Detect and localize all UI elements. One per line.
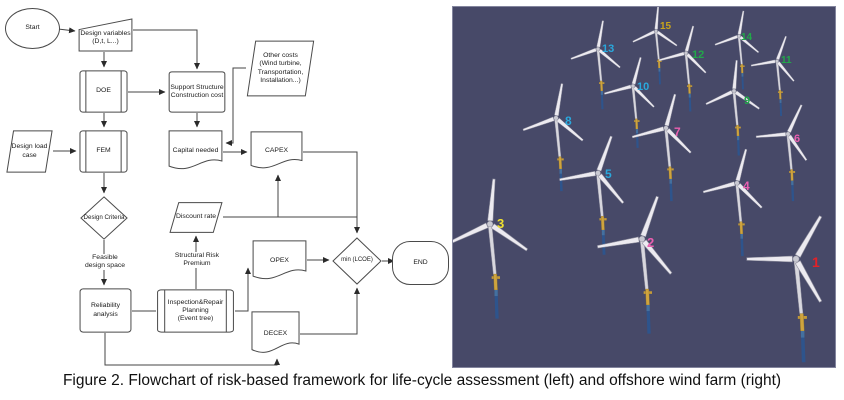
- rect-shape: [79, 288, 132, 333]
- flowchart-node-discount-rate: Discount rate: [169, 202, 223, 233]
- flowchart-node-design-load-case: Design load case: [6, 130, 53, 173]
- turbine-number-label: 5: [605, 167, 612, 181]
- parallelogram-shape: [6, 130, 53, 173]
- turbine-number-label: 1: [812, 254, 820, 270]
- flowchart-node-design-criteria: Design Criteria: [80, 196, 128, 240]
- turbine-number-label: 4: [743, 179, 750, 193]
- edge-label-feasible-design-space: Feasible design space: [80, 254, 130, 271]
- wind-turbine: [453, 178, 529, 319]
- turbine-number-label: 8: [565, 114, 572, 128]
- parallelogram-shape: [169, 202, 223, 233]
- flowchart-node-capex: CAPEX: [250, 131, 303, 172]
- turbine-number-label: 14: [741, 32, 753, 43]
- flowchart-node-end: END: [392, 241, 449, 285]
- edge-label-structural-risk-premium: Structural Risk Premium: [172, 252, 222, 269]
- wind-turbine: [604, 57, 655, 148]
- flowchart-node-capital-needed: Capital needed: [168, 130, 223, 173]
- wind-turbine: [597, 195, 673, 334]
- diamond-shape: [80, 196, 128, 240]
- document-shape: [168, 130, 223, 173]
- flowchart-node-doe: DOE: [79, 70, 128, 113]
- rect-shape: [168, 71, 226, 113]
- turbine-number-label: 10: [637, 81, 649, 93]
- subroutine-shape: [79, 70, 128, 113]
- figure-caption: Figure 2. Flowchart of risk-based framew…: [62, 372, 782, 389]
- wind-turbine: [755, 104, 808, 202]
- parallelogram-shape: [246, 40, 315, 97]
- turbine-number-label: 11: [781, 55, 792, 66]
- turbine-number-label: 13: [602, 43, 614, 55]
- turbine-number-label: 2: [647, 235, 654, 250]
- flowchart-node-opex: OPEX: [252, 240, 307, 283]
- turbine-number-label: 15: [660, 21, 672, 32]
- turbine-number-label: 7: [674, 125, 681, 139]
- flowchart-panel: Start Design variables (D,t, L...) DOE D…: [5, 8, 449, 366]
- document-shape: [251, 311, 300, 357]
- flowchart-node-fem: FEM: [79, 130, 128, 173]
- subroutine-shape: [79, 130, 128, 173]
- wind-turbine: [702, 148, 763, 257]
- turbine-number-label: 3: [497, 216, 504, 231]
- document-shape: [250, 131, 303, 172]
- flowchart-node-other-costs: Other costs (Wind turbine, Transportatio…: [246, 40, 315, 97]
- wind-turbine: [570, 20, 621, 110]
- flowchart-node-design-variables: Design variables (D,t, L...): [78, 18, 133, 52]
- wind-turbine: [750, 35, 795, 117]
- wind-turbine: [631, 93, 692, 202]
- flowchart-node-reliability-analysis: Reliability analysis: [79, 288, 132, 333]
- turbine-number-label: 6: [794, 133, 800, 145]
- card-shape: [78, 18, 133, 52]
- wind-turbine: [559, 135, 625, 255]
- wind-turbine: [746, 215, 823, 363]
- subroutine-shape: [156, 289, 235, 333]
- flowchart-node-decex: DECEX: [251, 311, 300, 357]
- turbine-number-label: 12: [692, 49, 704, 61]
- wind-turbine: [714, 10, 760, 90]
- wind-turbine: [522, 83, 584, 192]
- flowchart-node-min-lcoe: min (LCOE): [332, 237, 382, 285]
- wind-turbine: [632, 7, 678, 85]
- wind-turbine: [705, 60, 760, 156]
- turbine-number-label: 9: [744, 95, 750, 107]
- wind-farm-render: 15 14: [453, 7, 823, 363]
- wind-turbine: [658, 25, 707, 112]
- flowchart-node-inspection-repair: Inspection&Repair Planning (Event tree): [156, 289, 235, 333]
- diamond-shape: [332, 237, 382, 285]
- document-shape: [252, 240, 307, 283]
- wind-farm-panel: 15 14: [452, 6, 836, 368]
- flowchart-node-start: Start: [5, 8, 60, 49]
- flowchart-node-support-structure-cost: Support Structure Construction cost: [168, 71, 226, 113]
